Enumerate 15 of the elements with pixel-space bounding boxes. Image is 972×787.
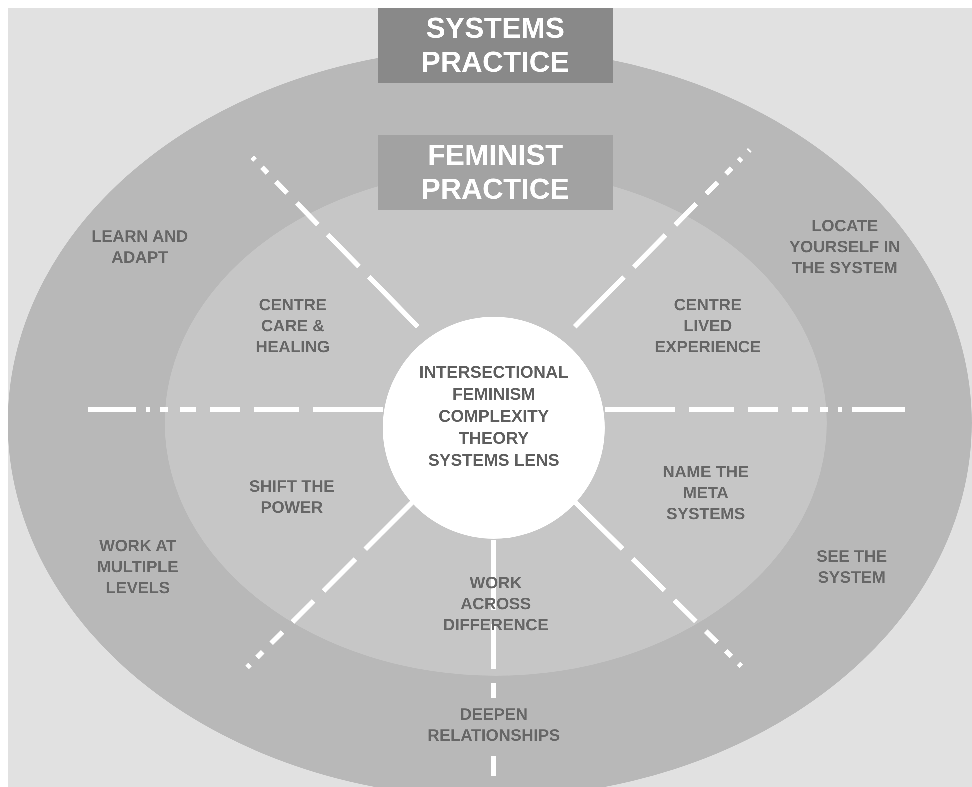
heading-label: FEMINIST PRACTICE [378,135,613,210]
segment-label: WORK ACROSS DIFFERENCE [442,574,550,636]
segment-label: LOCATE YOURSELF IN THE SYSTEM [788,216,902,280]
segment-label: LEARN AND ADAPT [90,227,190,269]
segment-label: DEEPEN RELATIONSHIPS [426,705,562,747]
center-text: SYSTEMS LENS [427,450,561,472]
center-text: COMPLEXITY THEORY [438,406,550,450]
segment-label: NAME THE META SYSTEMS [662,462,750,526]
center-text: INTERSECTIONAL FEMINISM [418,362,570,406]
segment-label: SHIFT THE POWER [248,477,336,519]
heading-label: SYSTEMS PRACTICE [378,8,613,83]
segment-label: SEE THE SYSTEM [816,547,888,589]
segment-label: WORK AT MULTIPLE LEVELS [96,536,180,600]
segment-label: CENTRE CARE & HEALING [254,296,332,358]
segment-label: CENTRE LIVED EXPERIENCE [654,296,762,358]
